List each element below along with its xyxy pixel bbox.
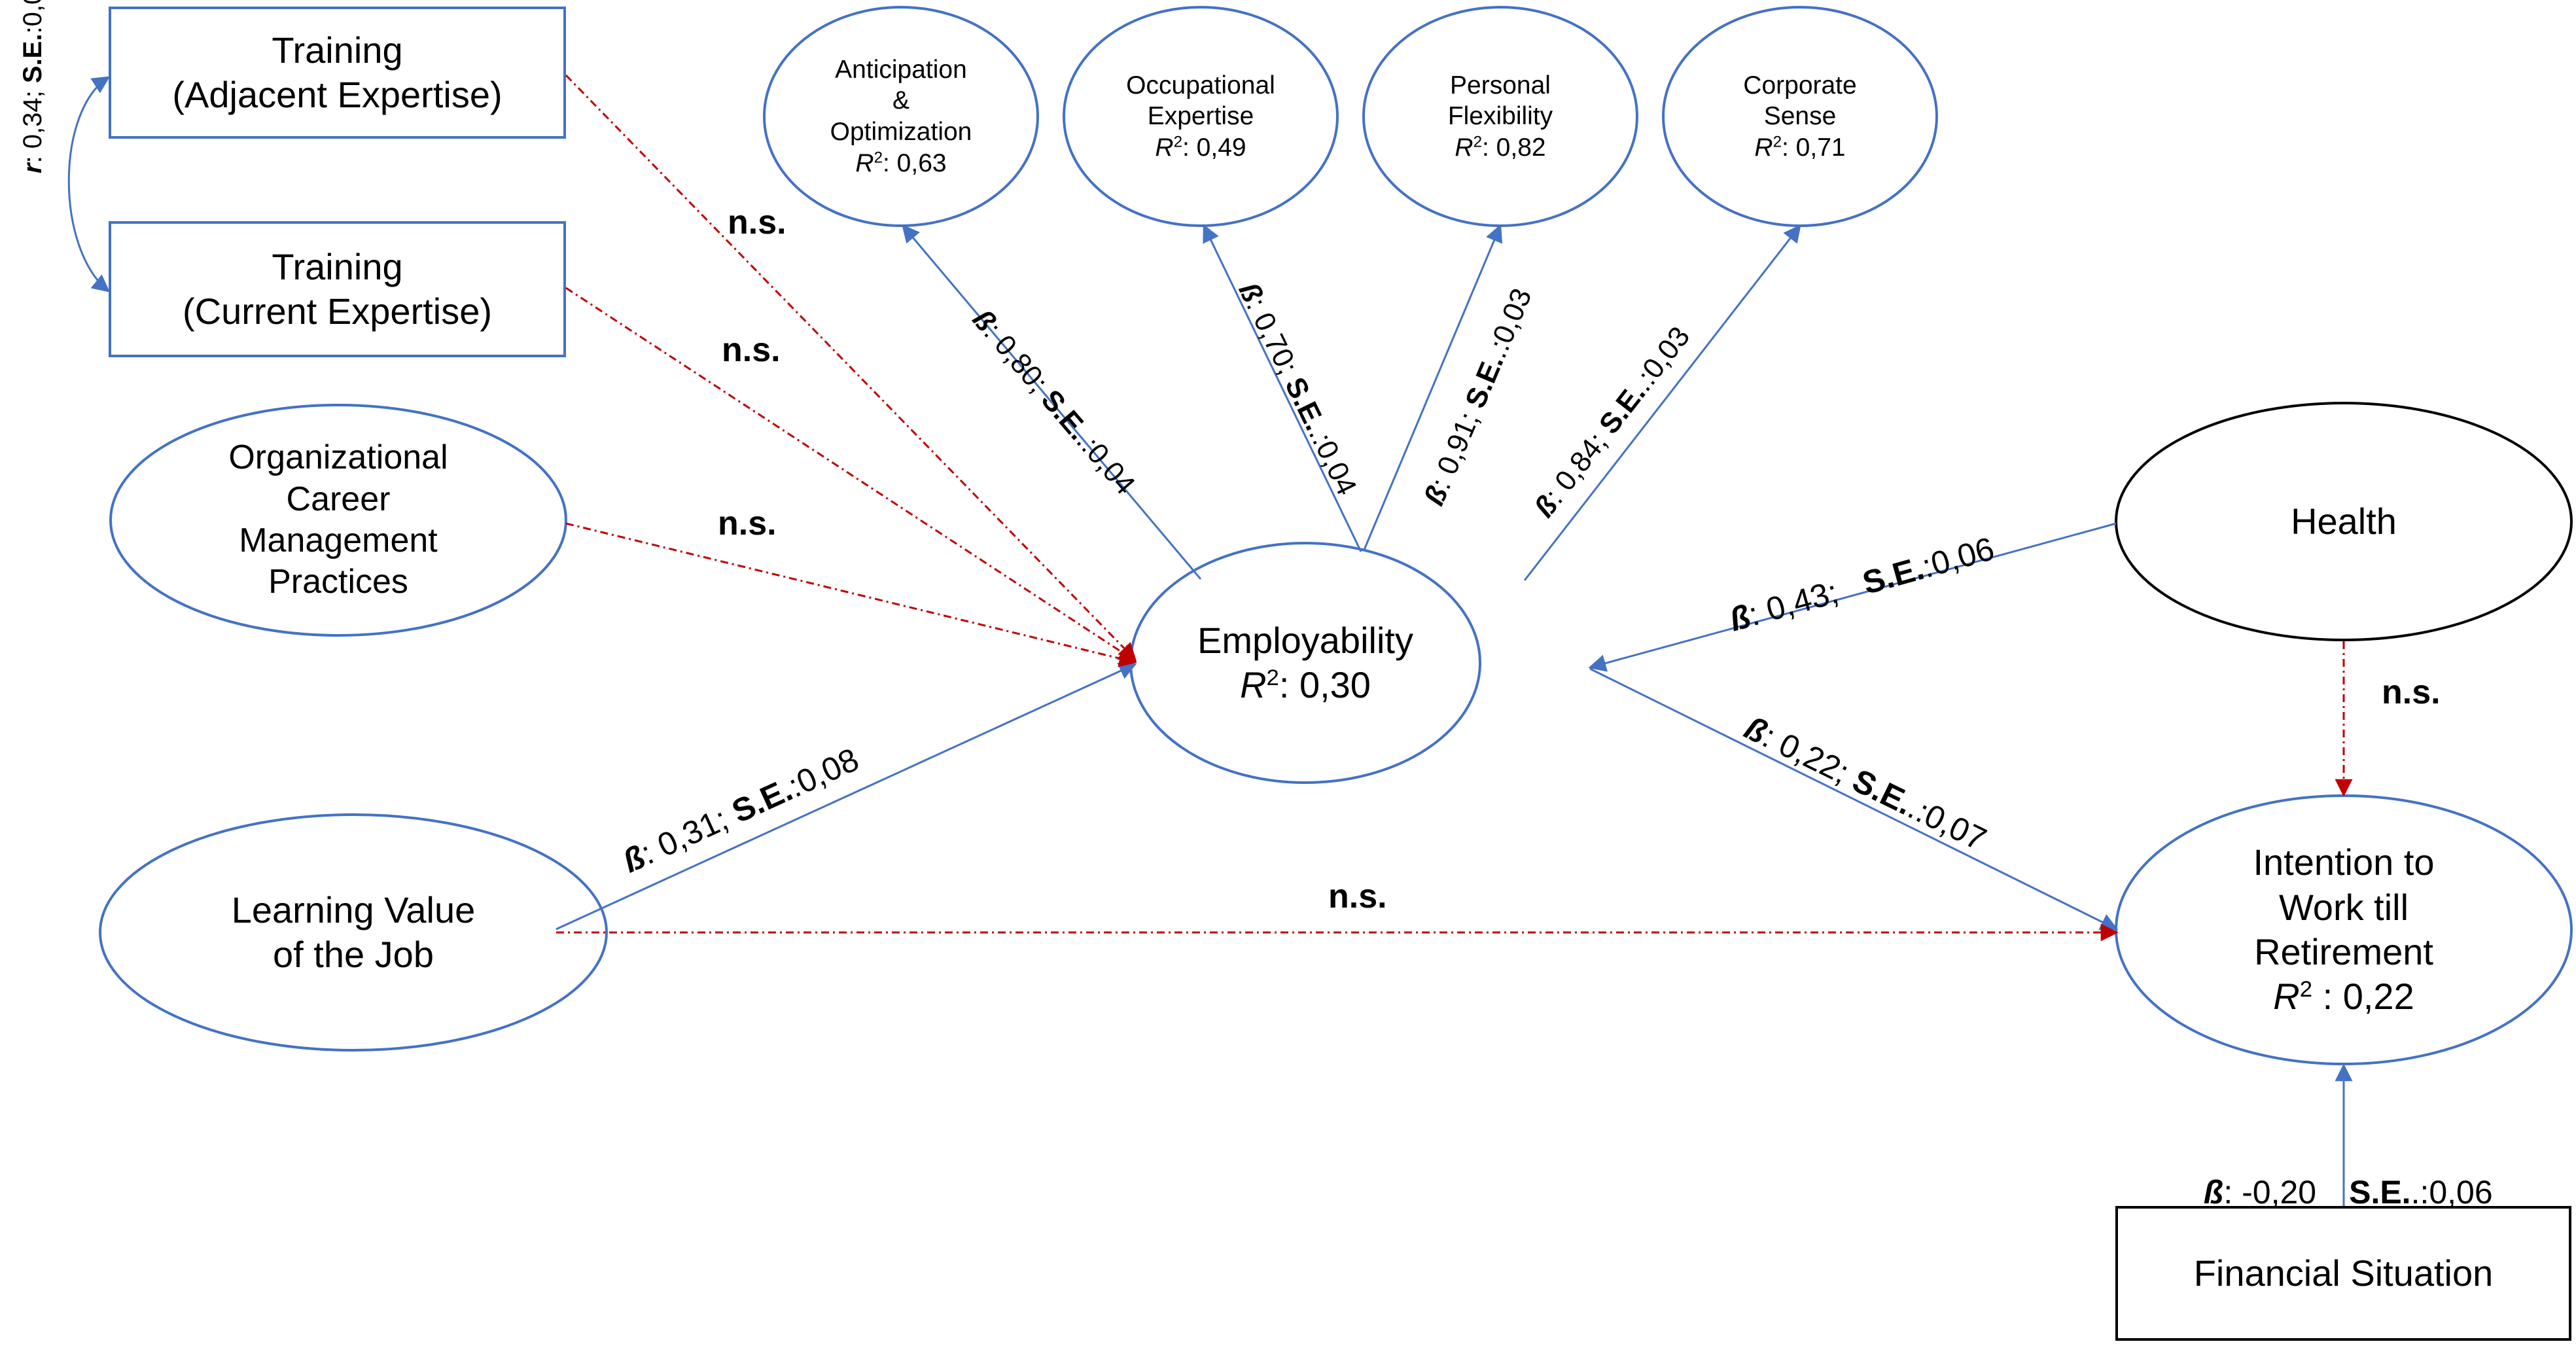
employability-label: Employability R2: 0,30 (1131, 543, 1480, 783)
r2-symbol: R (855, 149, 874, 177)
r2-line: R2: 0,30 (1240, 663, 1371, 707)
learning-value-label: Learning Value of the Job (100, 815, 607, 1050)
path-ns-current (565, 287, 1137, 662)
se-value: :0,04 (18, 0, 47, 34)
r-symbol: r (18, 163, 47, 173)
text-line: Organizational (228, 438, 448, 477)
learning-value-ellipse (99, 813, 608, 1052)
r2-symbol: R (1754, 133, 1773, 162)
path-employability-occupational (1203, 224, 1362, 552)
org-career-label: Organizational Career Management Practic… (111, 405, 566, 635)
text-line: (Current Expertise) (182, 291, 493, 332)
beta-value: : -0,20 (2223, 1174, 2317, 1211)
ns-label-adjacent: n.s. (728, 204, 786, 241)
path-employability-corporate (1523, 224, 1801, 581)
flexibility-label: Personal Flexibility R2: 0,82 (1364, 7, 1637, 226)
text-line: Career (286, 480, 391, 518)
r2-sup: 2 (1773, 133, 1782, 151)
text-line: Anticipation (835, 55, 967, 84)
ns-label-org: n.s. (718, 505, 777, 542)
r2-line: R2: 0,71 (1754, 132, 1845, 164)
se-value: .:0,06 (2410, 1174, 2493, 1211)
corporate-label: Corporate Sense R2: 0,71 (1663, 7, 1937, 226)
health-label: Health (2116, 403, 2571, 640)
text-line: Personal (1450, 71, 1551, 99)
health-ellipse (2115, 402, 2573, 641)
r2-line: R2: 0,82 (1455, 132, 1545, 164)
r2-value: : 0,22 (2312, 976, 2414, 1018)
r-value: : 0,34; (18, 83, 47, 164)
text-line: Retirement (2254, 931, 2433, 972)
coef-training-correlation: r: 0,34; S.E.:0,04 (18, 0, 48, 173)
r2-symbol: R (1240, 664, 1267, 705)
path-health-employability (1588, 522, 2117, 672)
text-line: Practices (268, 563, 408, 601)
text-line: Learning Value (231, 889, 476, 930)
text-line: Expertise (1147, 102, 1254, 131)
r2-sup: 2 (1473, 133, 1483, 151)
r2-sup: 2 (1173, 133, 1183, 151)
r2-sup: 2 (1266, 665, 1279, 690)
path-employability-intention (1589, 667, 2119, 930)
path-training-correlation (67, 76, 111, 292)
ns-label-current: n.s. (722, 331, 781, 369)
text-line: Corporate (1743, 71, 1857, 99)
r2-symbol: R (1155, 133, 1174, 162)
text-line: Work till (2278, 886, 2409, 928)
anticipation-ellipse (763, 6, 1039, 227)
ns-label-health-intention: n.s. (2382, 673, 2441, 711)
text-line: Training (272, 29, 403, 71)
r2-value: : 0,82 (1482, 133, 1546, 162)
text-line: Flexibility (1447, 102, 1553, 131)
r2-sup: 2 (873, 149, 883, 167)
text-line: Financial Situation (2193, 1252, 2494, 1294)
text-line: Optimization (830, 118, 972, 146)
r2-value: : 0,63 (883, 149, 947, 177)
r2-sup: 2 (2299, 977, 2313, 1002)
r2-value: : 0,71 (1782, 133, 1846, 162)
financial-label: Financial Situation (2117, 1207, 2570, 1339)
se-symbol: S.E. (18, 33, 47, 84)
r2-line: R2: 0,49 (1155, 132, 1246, 164)
path-learning-employability (556, 662, 1137, 930)
text-line: (Adjacent Expertise) (172, 74, 503, 115)
r2-value: : 0,49 (1182, 133, 1246, 162)
text-line: Occupational (1126, 71, 1275, 99)
path-employability-flexibility (1363, 224, 1503, 550)
coef-financial-intention: ß: -0,20 S.E..:0,06 (2185, 1135, 2493, 1211)
r2-symbol: R (1455, 133, 1473, 162)
training-current-label: Training (Current Expertise) (110, 222, 565, 356)
text-line: Training (272, 245, 403, 287)
text-line: of the Job (273, 934, 434, 975)
text-line: Employability (1197, 619, 1413, 661)
r2-line: R2: 0,63 (855, 148, 946, 179)
financial-box (2115, 1206, 2571, 1341)
training-adjacent-label: Training (Adjacent Expertise) (110, 8, 565, 137)
text-line: & (892, 86, 909, 115)
text-line: Intention to (2253, 841, 2435, 883)
beta-symbol: ß (2203, 1174, 2224, 1211)
ns-label-learning-intention: n.s. (1328, 877, 1387, 915)
path-ns-org (565, 522, 1137, 667)
text-line: Management (239, 522, 438, 559)
org-career-ellipse (109, 404, 567, 637)
occupational-label: Occupational Expertise R2: 0,49 (1064, 7, 1337, 226)
training-current-box (109, 221, 566, 357)
r2-value: : 0,30 (1279, 664, 1371, 705)
path-ns-adjacent (565, 74, 1137, 661)
text-line: Sense (1763, 102, 1837, 131)
occupational-ellipse (1063, 6, 1339, 227)
training-adjacent-box (109, 7, 566, 139)
r2-line: R2 : 0,22 (2273, 974, 2414, 1019)
se-symbol: S.E. (2349, 1174, 2411, 1211)
anticipation-label: Anticipation & Optimization R2: 0,63 (764, 7, 1038, 226)
r2-symbol: R (2273, 976, 2300, 1018)
path-employability-anticipation (902, 224, 1202, 580)
intention-label: Intention to Work till Retirement R2 : 0… (2116, 796, 2571, 1064)
text-line: Health (2291, 500, 2397, 542)
